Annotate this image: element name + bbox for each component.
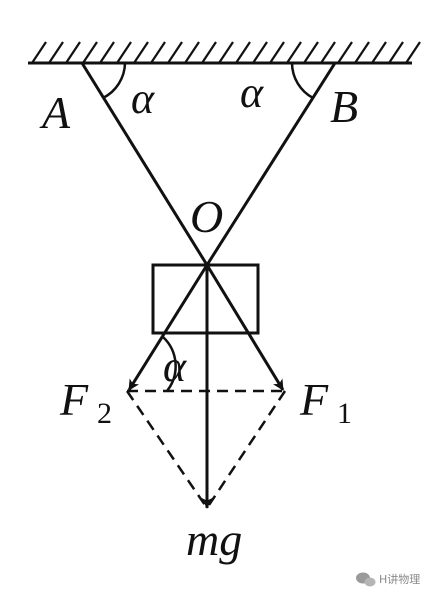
rope-AO [80,62,209,266]
rope-BO [205,62,337,266]
hatch-line [31,41,47,64]
force-label-F1: F [299,374,329,425]
ceiling-hatching [31,41,421,64]
hatch-line [133,41,149,64]
hatch-line [201,41,217,64]
angle-arc-F2 [162,336,177,392]
hatch-line [116,41,132,64]
point-label-B: B [330,81,358,132]
hatch-line [235,41,251,64]
angle-label-alpha-bottom: α [163,342,187,391]
point-label-A: A [39,87,71,138]
force-arrow-F1 [205,264,285,391]
force-label-F2-subscript: 2 [97,397,112,430]
watermark: H讲物理 [356,572,420,587]
hatch-line [218,41,234,64]
hatch-line [167,41,183,64]
hatch-line [405,41,421,64]
hatch-line [269,41,285,64]
angle-label-alpha-right: α [240,68,264,117]
wechat-icon [356,572,376,587]
hatch-line [252,41,268,64]
angle-arc-B [290,62,314,100]
hatch-line [320,41,336,64]
force-label-mg: mg [186,514,242,565]
hatch-line [82,41,98,64]
hatch-line [65,41,81,64]
hatch-line [184,41,200,64]
hatch-line [99,41,115,64]
watermark-text: H讲物理 [379,572,420,586]
force-label-F1-subscript: 1 [337,397,352,430]
construction-lines [125,389,287,509]
hatch-line [337,41,353,64]
force-arrow-F2 [127,264,209,391]
hatch-line [48,41,64,64]
angle-label-alpha-left: α [131,74,155,123]
point-label-O: O [190,191,223,242]
force-label-F2: F [59,374,89,425]
hatch-line [371,41,387,64]
hatch-line [286,41,302,64]
hatch-line [150,41,166,64]
ceiling [28,41,421,65]
angle-arc-A [102,62,127,100]
hatch-line [388,41,404,64]
hatch-line [354,41,370,64]
hatch-line [303,41,319,64]
